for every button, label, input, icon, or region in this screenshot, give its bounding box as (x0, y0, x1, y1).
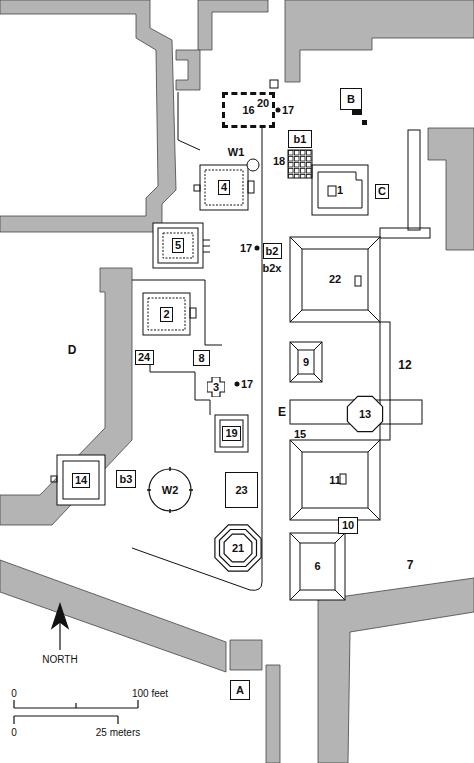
structure: 22 (302, 249, 368, 310)
map-label: 7 (407, 559, 414, 571)
structure-number: 3 (213, 382, 219, 393)
structure: 10 (338, 517, 358, 534)
structure: 5 (153, 223, 203, 268)
map-label: D (68, 344, 77, 356)
structure: W2 (147, 467, 193, 513)
structure-number: 22 (329, 274, 341, 285)
map-label: W1 (228, 147, 245, 158)
map-label: 17 (282, 105, 294, 116)
structure-number: 10 (342, 520, 354, 531)
structure: B (340, 88, 362, 110)
map-label: b2x (263, 263, 282, 274)
structure: 6 (300, 543, 335, 590)
structure-number: 23 (235, 485, 247, 496)
structure-number: 4 (218, 180, 230, 195)
structure: A (230, 680, 250, 700)
scale-label: 25 meters (96, 728, 140, 738)
structure: b1 (288, 130, 312, 148)
map-label: 17 (241, 379, 253, 390)
map-label: 15 (294, 429, 306, 440)
structure-number: 1 (337, 185, 343, 196)
structure-number: 9 (303, 357, 309, 368)
structure: 21 (212, 522, 264, 574)
structure: 24 (135, 350, 154, 365)
structure: C (375, 184, 389, 199)
structure: 3 (207, 377, 225, 397)
map-label: 17 (240, 243, 252, 254)
structure-number: 13 (359, 409, 371, 420)
structure-number: 21 (232, 543, 244, 554)
map-label: 12 (398, 359, 411, 371)
structure-number: C (378, 186, 386, 197)
structure: b2 (263, 243, 282, 259)
structure: 11 (302, 452, 368, 508)
structure: 8 (193, 350, 210, 366)
scale-label: 100 feet (132, 689, 168, 699)
structure: 14 (57, 455, 105, 505)
structure: 2 (143, 293, 190, 335)
structure-number: 6 (314, 561, 320, 572)
structure-number: A (236, 685, 244, 696)
structure: b3 (116, 470, 136, 488)
structure: 23 (225, 472, 258, 508)
structure-number: b2 (266, 246, 279, 257)
structure-number: 5 (172, 238, 184, 253)
structure-number: B (347, 94, 355, 105)
structure: 4 (200, 165, 248, 210)
scale-label: NORTH (42, 655, 77, 665)
structure-number: W2 (162, 485, 179, 496)
structure-number: 2 (160, 307, 172, 322)
structure-number: 24 (138, 352, 150, 363)
structure: 9 (298, 350, 314, 374)
structure: 19 (215, 415, 248, 452)
structure-number: b3 (120, 474, 133, 485)
map-label: 20 (257, 98, 269, 109)
structure: 1 (312, 165, 368, 215)
structure-number: b1 (294, 134, 307, 145)
structure-number: 16 (242, 105, 254, 116)
scale-label: 0 (11, 689, 17, 699)
scale-label: 0 (11, 728, 17, 738)
structure-number: 8 (198, 353, 204, 364)
structure-number: 14 (72, 473, 90, 488)
structure: 13 (345, 394, 385, 434)
map-label: 18 (273, 156, 285, 167)
structure-number: 19 (222, 426, 240, 441)
map-label: E (278, 406, 286, 418)
structure-number: 11 (329, 475, 341, 486)
